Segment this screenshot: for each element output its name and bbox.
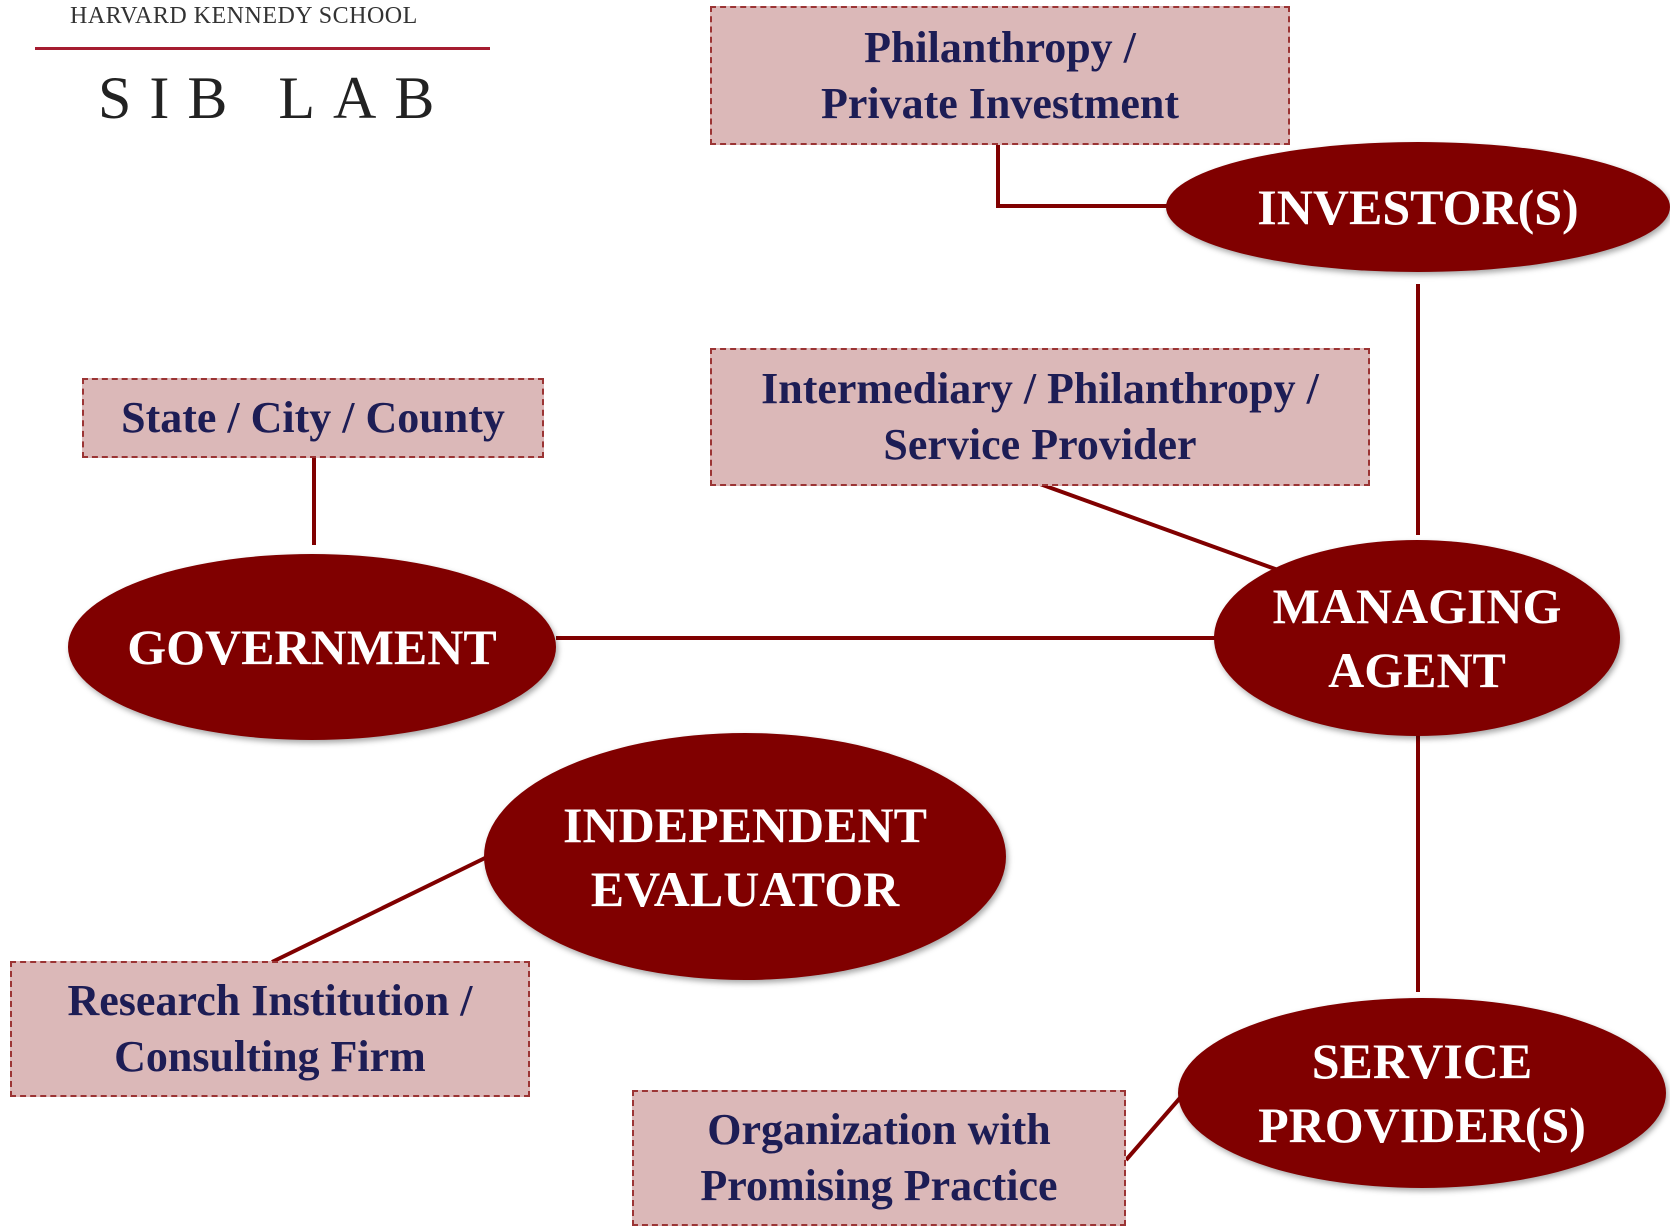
connector-service-providers-box	[1124, 1096, 1182, 1162]
logo-lab-name: SIB LAB	[98, 65, 453, 131]
hks-sib-lab-logo: HARVARD KENNEDY SCHOOL SIB LAB	[0, 0, 520, 140]
connector-investor-box	[996, 144, 1172, 208]
government-node: GOVERNMENT	[68, 554, 556, 740]
investors-node: INVESTOR(S)	[1166, 142, 1670, 272]
service-providers-type-box: Organization with Promising Practice	[632, 1090, 1126, 1226]
connector-managing-agent-box	[1039, 482, 1279, 572]
independent-evaluator-type-box: Research Institution / Consulting Firm	[10, 961, 530, 1097]
managing-agent-type-box: Intermediary / Philanthropy / Service Pr…	[710, 348, 1370, 486]
connector-evaluator-box	[271, 856, 486, 964]
government-type-box: State / City / County	[82, 378, 544, 458]
service-providers-node: SERVICE PROVIDER(S)	[1178, 998, 1666, 1188]
investors-type-box: Philanthropy / Private Investment	[710, 6, 1290, 145]
logo-divider	[35, 47, 490, 50]
independent-evaluator-node: INDEPENDENT EVALUATOR	[484, 733, 1006, 980]
managing-agent-node: MANAGING AGENT	[1214, 540, 1620, 736]
logo-school-name: HARVARD KENNEDY SCHOOL	[70, 3, 418, 29]
